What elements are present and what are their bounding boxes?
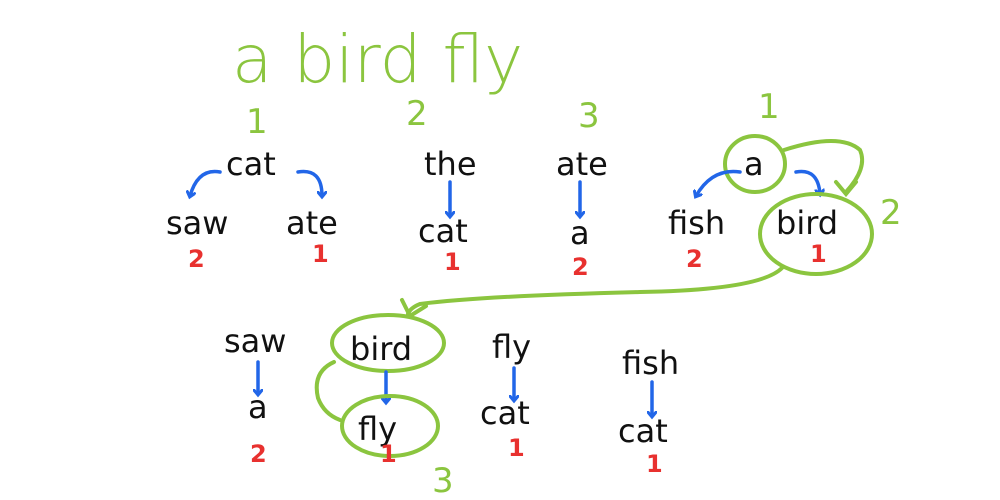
step-label: 1 <box>758 87 780 127</box>
child-word: bird <box>776 204 838 242</box>
count-label: 1 <box>444 248 461 276</box>
highlight-circle <box>723 134 787 194</box>
arrow <box>794 169 820 194</box>
child-word: fly <box>358 410 397 448</box>
connector <box>406 266 784 316</box>
arrow <box>696 169 742 197</box>
step-label: 3 <box>578 96 600 136</box>
highlight-circle <box>758 192 874 276</box>
root-word: cat <box>226 145 276 183</box>
child-word: a <box>248 388 268 426</box>
root-word: ate <box>556 145 608 183</box>
root-word: fish <box>622 344 679 382</box>
step-label: 3 <box>432 461 454 500</box>
step-label: 1 <box>246 102 268 142</box>
step-label: 2 <box>880 193 902 233</box>
root-word: a <box>744 145 764 183</box>
highlight-circle <box>330 313 446 373</box>
count-label: 2 <box>686 245 703 273</box>
count-label: 1 <box>646 450 663 478</box>
child-word: cat <box>480 394 530 432</box>
root-word: bird <box>350 330 412 368</box>
child-word: cat <box>418 212 468 250</box>
highlight-circle <box>340 394 440 458</box>
connector <box>314 360 342 422</box>
child-word: ate <box>286 204 338 242</box>
count-label: 1 <box>508 434 525 462</box>
count-label: 1 <box>810 240 827 268</box>
count-label: 1 <box>380 440 397 468</box>
count-label: 2 <box>250 440 267 468</box>
connector-arrowhead <box>834 180 858 198</box>
child-word: fish <box>668 204 725 242</box>
connector <box>782 139 865 194</box>
count-label: 2 <box>188 245 205 273</box>
arrow <box>190 169 222 197</box>
root-word: the <box>424 145 477 183</box>
title: a bird fly <box>232 21 523 98</box>
child-word: saw <box>166 204 228 242</box>
count-label: 2 <box>572 253 589 281</box>
step-label: 2 <box>406 94 428 134</box>
child-word: a <box>570 214 590 252</box>
arrow <box>296 169 322 197</box>
count-label: 1 <box>312 240 329 268</box>
child-word: cat <box>618 412 668 450</box>
root-word: fly <box>492 328 531 366</box>
root-word: saw <box>224 322 286 360</box>
